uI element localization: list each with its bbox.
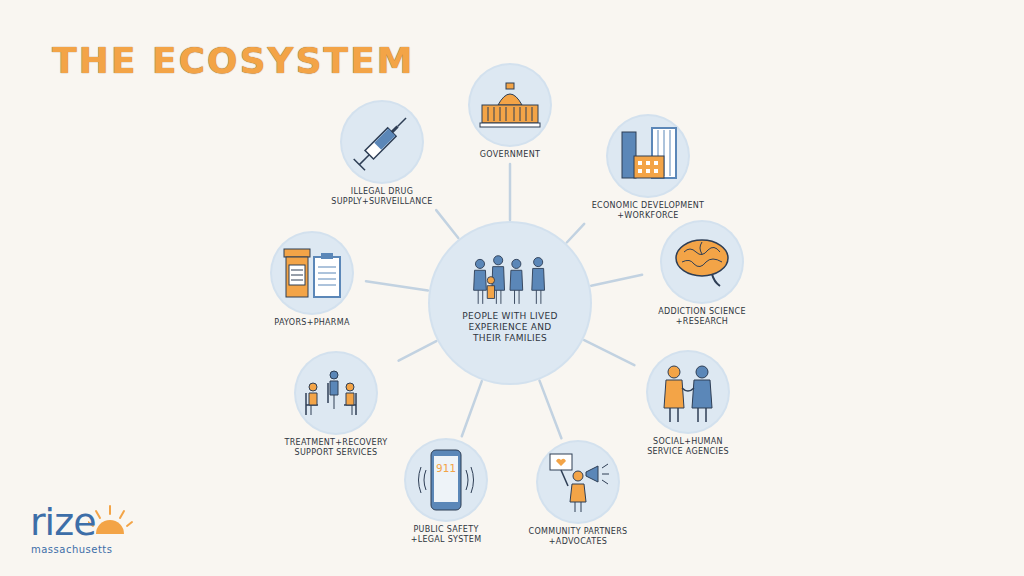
icon-circle — [470, 65, 550, 145]
treatment-node: TREATMENT+RECOVERY SUPPORT SERVICES — [277, 353, 395, 458]
spoke-connector — [366, 281, 428, 290]
icon-circle — [342, 102, 422, 182]
logo-subtitle: massachusetts — [31, 544, 113, 555]
icon-circle — [406, 440, 486, 520]
phone-number: 911 — [436, 462, 456, 475]
pharma-node: PAYORS+PHARMA — [262, 233, 362, 328]
node-label: PAYORS+PHARMA — [272, 318, 351, 328]
people-icon — [460, 253, 560, 309]
logo-wordmark: rize — [30, 502, 96, 542]
node-label: ILLEGAL DRUG SUPPLY+SURVEILLANCE — [323, 187, 441, 207]
spoke-connector — [399, 341, 437, 361]
government-node: GOVERNMENT — [460, 65, 560, 160]
people-hub: PEOPLE WITH LIVED EXPERIENCE AND THEIR F… — [430, 223, 590, 383]
icon — [470, 65, 550, 145]
icon-circle — [608, 116, 688, 196]
node-label: PUBLIC SAFETY +LEGAL SYSTEM — [401, 525, 491, 545]
social-services-node: SOCIAL+HUMAN SERVICE AGENCIES — [638, 352, 738, 457]
node-label: TREATMENT+RECOVERY SUPPORT SERVICES — [277, 438, 395, 458]
icon — [406, 440, 486, 520]
icon — [648, 352, 728, 432]
icon-circle — [272, 233, 352, 313]
icon — [296, 353, 376, 433]
spoke-connector — [591, 275, 642, 286]
icon — [538, 442, 618, 522]
icon — [272, 233, 352, 313]
node-label: ECONOMIC DEVELOPMENT +WORKFORCE — [583, 201, 713, 221]
spoke-connector — [509, 164, 512, 220]
node-label: PEOPLE WITH LIVED EXPERIENCE AND THEIR F… — [453, 311, 567, 344]
icon-circle — [662, 222, 742, 302]
spoke-connector — [462, 381, 482, 436]
title: THE ECOSYSTEM — [52, 40, 414, 81]
spoke-connector — [540, 381, 562, 439]
icon-circle — [296, 353, 376, 433]
community-node: COMMUNITY PARTNERS +ADVOCATES — [522, 442, 634, 547]
icon-circle — [538, 442, 618, 522]
icon — [608, 116, 688, 196]
spoke-connector — [584, 340, 634, 365]
node-label: SOCIAL+HUMAN SERVICE AGENCIES — [638, 437, 738, 457]
icon-circle — [648, 352, 728, 432]
drug-supply-node: ILLEGAL DRUG SUPPLY+SURVEILLANCE — [323, 102, 441, 207]
icon — [342, 102, 422, 182]
icon — [662, 222, 742, 302]
spoke-connector — [567, 224, 584, 243]
node-label: GOVERNMENT — [478, 150, 542, 160]
node-label: COMMUNITY PARTNERS +ADVOCATES — [522, 527, 634, 547]
icon — [460, 253, 560, 308]
public-safety-node: PUBLIC SAFETY +LEGAL SYSTEM 911 — [401, 440, 491, 545]
spoke-connector — [436, 210, 458, 238]
economic-node: ECONOMIC DEVELOPMENT +WORKFORCE — [583, 116, 713, 221]
science-node: ADDICTION SCIENCE +RESEARCH — [646, 222, 758, 327]
node-label: ADDICTION SCIENCE +RESEARCH — [646, 307, 758, 327]
